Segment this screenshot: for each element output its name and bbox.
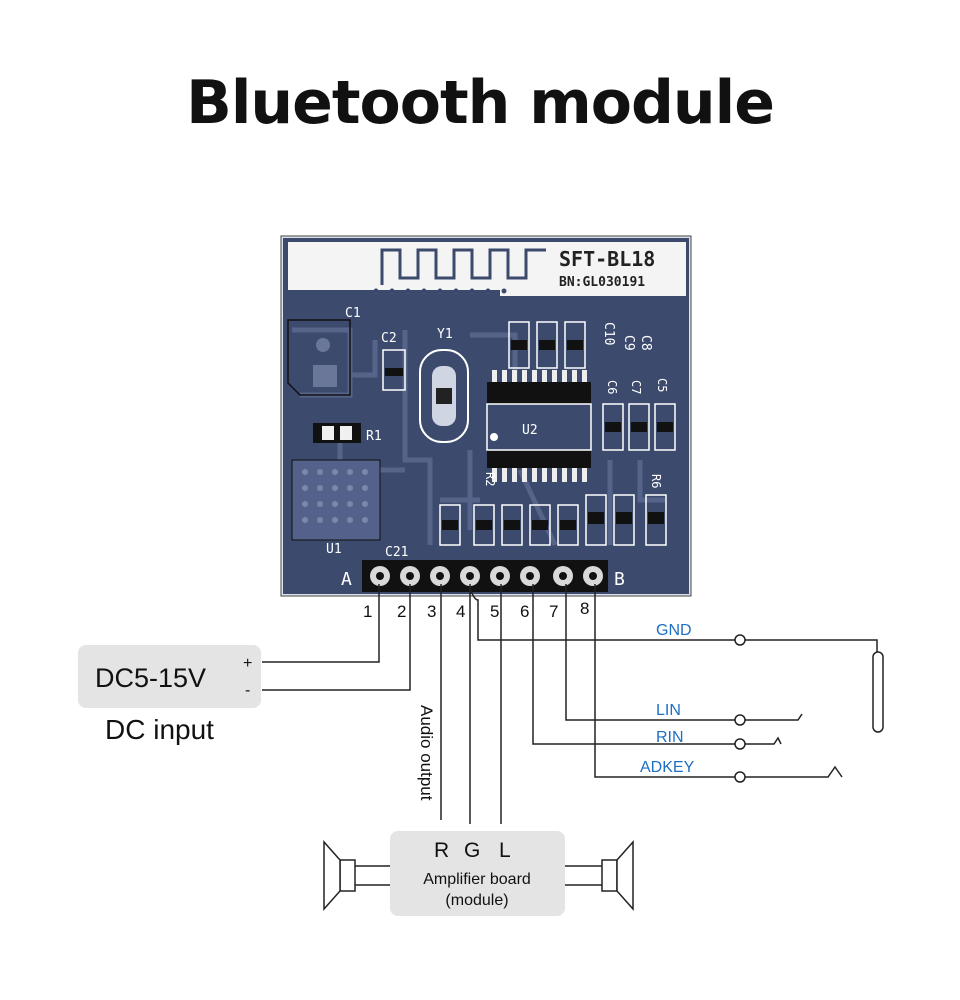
- crystal-y1: [419, 349, 469, 443]
- dc-minus-label: -: [245, 682, 250, 699]
- label-c10: C10: [601, 322, 616, 345]
- label-c8: C8: [638, 335, 653, 351]
- lin-contact: [745, 713, 803, 721]
- terminal-circles: [734, 634, 746, 783]
- wires: [262, 584, 884, 886]
- rin-contact: [745, 736, 782, 745]
- dc-plus-label: +: [243, 655, 252, 672]
- pin-number: 3: [427, 602, 436, 621]
- board-batch: BN:GL030191: [559, 275, 645, 290]
- label-y1: Y1: [437, 327, 453, 342]
- dc-input-caption: DC input: [105, 714, 214, 745]
- amplifier-box: [390, 831, 565, 916]
- pin-numbers: 1 2 3 4 5 6 7 8: [363, 599, 589, 621]
- pin-number: 2: [397, 602, 406, 621]
- amp-l-label: L: [499, 839, 511, 862]
- top-capacitors: [508, 321, 586, 369]
- label-lin: LIN: [656, 702, 681, 719]
- chip-u2: U2: [486, 370, 592, 482]
- right-capacitors: [602, 403, 676, 451]
- amp-g-label: G: [464, 839, 480, 862]
- label-adkey: ADKEY: [640, 759, 695, 776]
- resistor-row: [439, 494, 667, 546]
- antenna-trace: [380, 248, 546, 285]
- pin-number: 1: [363, 602, 372, 621]
- label-c9: C9: [621, 335, 636, 351]
- label-a: A: [341, 569, 352, 590]
- label-c6: C6: [605, 380, 619, 394]
- wire-adkey: [594, 584, 738, 778]
- jack-sleeve-icon: [872, 651, 884, 733]
- audio-output-label: Audio output: [417, 705, 436, 801]
- dc-input-box: [78, 645, 261, 708]
- pin-number: 6: [520, 602, 529, 621]
- c1-outline: [287, 319, 351, 396]
- dc-voltage-label: DC5-15V: [95, 663, 206, 693]
- speaker-left-icon: [323, 840, 356, 911]
- label-u2: U2: [522, 423, 538, 438]
- label-u1: U1: [326, 542, 342, 557]
- header-pins: [370, 566, 603, 586]
- label-c1: C1: [345, 306, 361, 321]
- label-c21: C21: [385, 545, 408, 560]
- speaker-right-icon: [601, 840, 634, 911]
- wire-pin2-minus: [262, 584, 411, 691]
- wire-gnd: [469, 587, 738, 641]
- label-r6: R6: [649, 474, 663, 488]
- label-rin: RIN: [656, 729, 684, 746]
- label-c7: C7: [629, 380, 643, 394]
- label-r1: R1: [366, 429, 382, 444]
- label-c5: C5: [655, 378, 669, 392]
- label-c2: C2: [381, 331, 397, 346]
- pin-number: 5: [490, 602, 499, 621]
- adkey-switch-icon: [745, 765, 843, 778]
- pin-number: 7: [549, 602, 558, 621]
- pin-number: 8: [580, 599, 589, 618]
- label-b: B: [614, 569, 625, 590]
- amp-subtitle-label: (module): [445, 892, 508, 909]
- board-model: SFT-BL18: [559, 247, 655, 271]
- wire-lin: [565, 584, 738, 721]
- bluetooth-board: SFT-BL18 BN:GL030191 C1 C2 Y1: [280, 235, 692, 597]
- label-r2: R2: [483, 472, 497, 486]
- wire-pin1-plus: [262, 584, 380, 663]
- amp-title-label: Amplifier board: [423, 871, 531, 888]
- wire-rin: [532, 584, 738, 745]
- label-gnd: GND: [656, 622, 692, 639]
- diagram-title: Bluetooth module: [186, 68, 775, 138]
- amp-r-label: R: [434, 839, 449, 862]
- pin-number: 4: [456, 602, 465, 621]
